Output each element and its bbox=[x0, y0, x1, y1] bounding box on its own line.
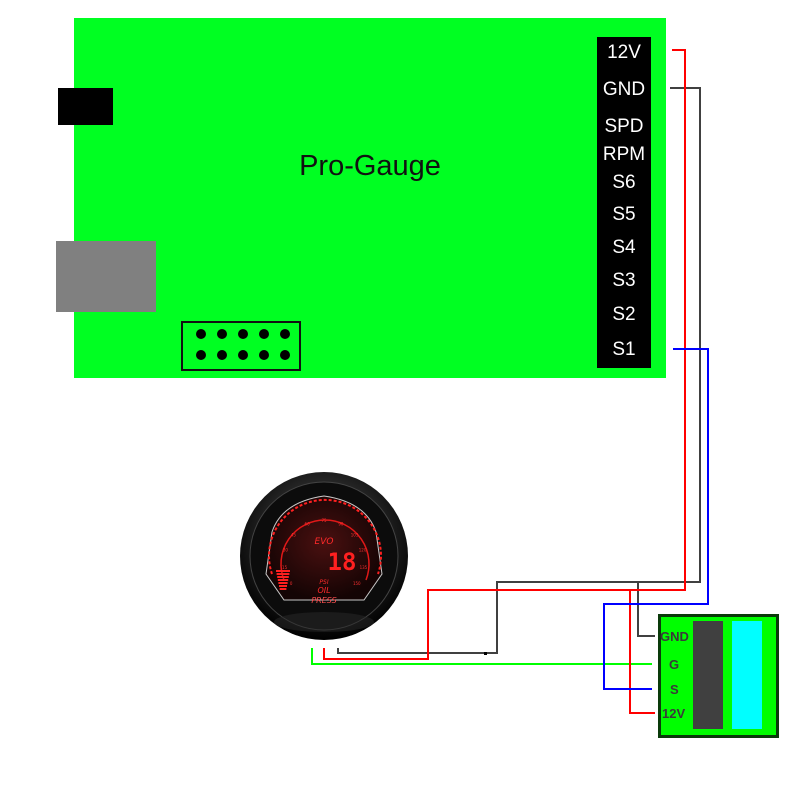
module-pin-12v: 12V bbox=[662, 706, 686, 721]
wire-junction-dot bbox=[484, 652, 487, 655]
header-pin bbox=[259, 329, 269, 339]
module-pin-s: S bbox=[670, 682, 679, 697]
gauge-bar-segment bbox=[279, 588, 287, 590]
gauge-label-press: PRESS bbox=[311, 596, 336, 605]
gauge-bar-segment bbox=[278, 582, 288, 584]
module-dark-block bbox=[693, 621, 723, 729]
gauge-tick-label: 135 bbox=[360, 565, 368, 570]
pin-label-s4: S4 bbox=[612, 237, 636, 258]
gauge-bar-segment bbox=[276, 570, 290, 572]
pin-label-s2: S2 bbox=[612, 304, 636, 325]
gauge-arc bbox=[280, 519, 370, 581]
pin-header bbox=[181, 321, 301, 371]
header-pin bbox=[196, 329, 206, 339]
oil-pressure-gauge: 0 15 30 45 60 75 90 105 120 135 150 EVO 18 PSI OIL… bbox=[240, 472, 408, 640]
gauge-outer-scale bbox=[268, 498, 382, 575]
gauge-face bbox=[265, 495, 383, 601]
pin-label-s1: S1 bbox=[612, 339, 636, 360]
wire-gray-gnd-branch bbox=[637, 582, 655, 637]
power-connector bbox=[58, 88, 113, 125]
pro-gauge-board bbox=[74, 18, 666, 378]
header-pin bbox=[238, 329, 248, 339]
gauge-bar-segment bbox=[277, 576, 289, 578]
header-pin bbox=[280, 329, 290, 339]
header-pin bbox=[280, 350, 290, 360]
header-pin bbox=[217, 329, 227, 339]
header-pin bbox=[196, 350, 206, 360]
pin-label-spd: SPD bbox=[604, 116, 644, 137]
module-pin-g: G bbox=[669, 657, 680, 672]
wire-blue-s1 bbox=[603, 348, 709, 690]
gauge-unit: PSI bbox=[319, 579, 328, 586]
gauge-tick-label: 30 bbox=[283, 548, 289, 553]
gauge-tick-label: 150 bbox=[353, 581, 361, 586]
gauge-tick-label: 120 bbox=[359, 548, 367, 553]
board-title: Pro-Gauge bbox=[299, 150, 441, 182]
header-pin bbox=[238, 350, 248, 360]
gauge-reflection bbox=[274, 612, 374, 632]
usb-connector bbox=[56, 241, 156, 312]
gauge-tick-label: 75 bbox=[321, 518, 327, 523]
gauge-tick-label: 90 bbox=[338, 522, 344, 527]
gauge-reading: 18 bbox=[328, 548, 357, 576]
wire-red-12v-branch bbox=[629, 590, 655, 714]
header-pin bbox=[259, 350, 269, 360]
gauge-tick-label: 60 bbox=[305, 522, 311, 527]
gauge-tick-label: 45 bbox=[291, 532, 297, 537]
gauge-tick-label: 15 bbox=[282, 565, 288, 570]
gauge-bar-segment bbox=[276, 573, 290, 575]
gauge-bar-segments bbox=[276, 570, 290, 590]
pin-label-gnd: GND bbox=[602, 79, 646, 100]
pin-label-s5: S5 bbox=[612, 204, 636, 225]
wire-red-12v bbox=[323, 49, 686, 660]
gauge-bar-segment bbox=[279, 585, 287, 587]
pin-label-12v: 12V bbox=[607, 42, 641, 63]
pin-strip: 12V GND SPD RPM S6 S5 S4 S3 S2 S1 bbox=[597, 37, 651, 368]
pin-label-s6: S6 bbox=[612, 172, 636, 193]
gauge-tick-label: 105 bbox=[351, 532, 359, 537]
module-pin-gnd: GND bbox=[660, 629, 689, 644]
wire-gray-gnd bbox=[337, 87, 701, 654]
header-pin bbox=[217, 350, 227, 360]
wire-green-g bbox=[311, 648, 652, 665]
gauge-tick-labels: 0 15 30 45 60 75 90 105 120 135 150 bbox=[282, 518, 368, 586]
pin-label-rpm: RPM bbox=[602, 144, 646, 165]
pin-label-s3: S3 bbox=[612, 270, 636, 291]
gauge-bar-segment bbox=[277, 579, 289, 581]
gauge-tick-label: 0 bbox=[290, 581, 293, 586]
gauge-label-oil: OIL bbox=[317, 586, 330, 595]
gauge-brand: EVO bbox=[315, 537, 334, 547]
module-cyan-block bbox=[732, 621, 762, 729]
